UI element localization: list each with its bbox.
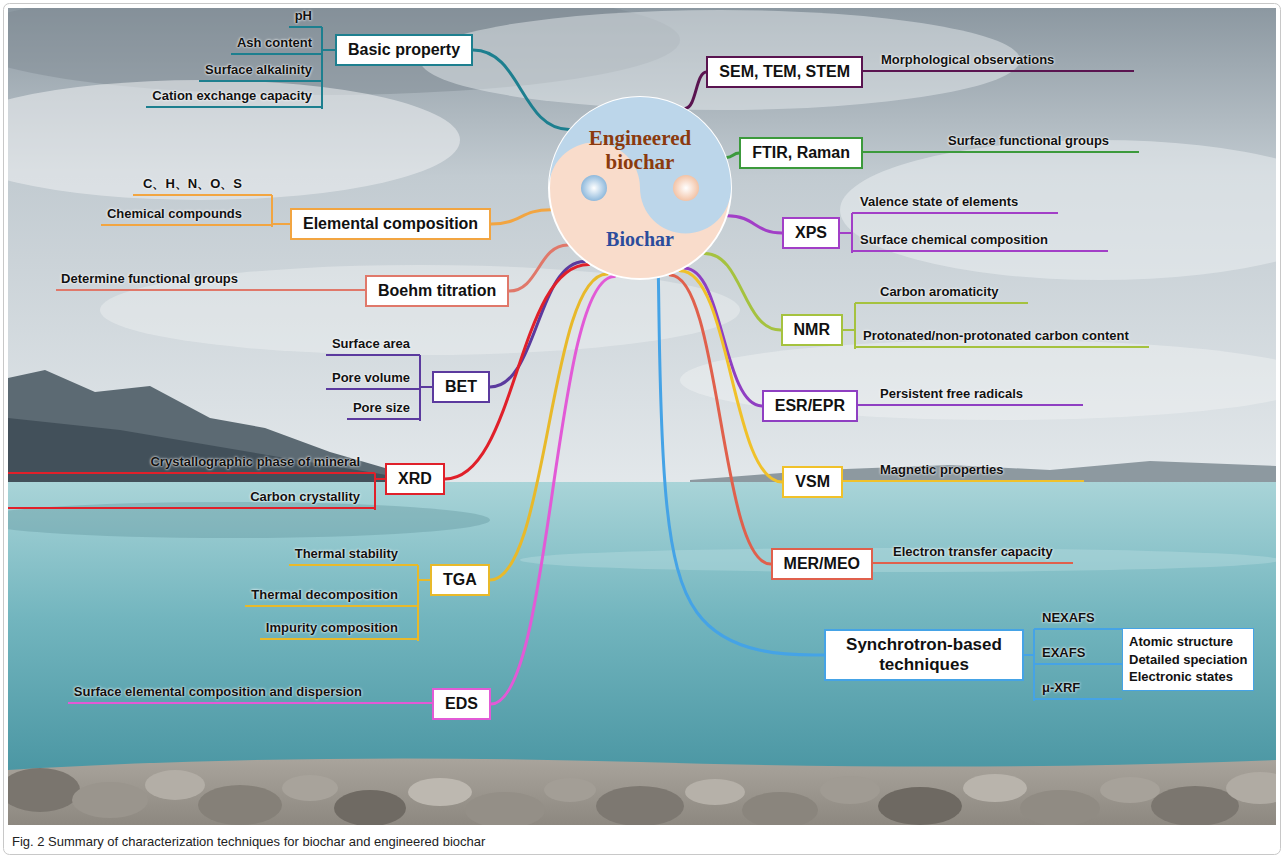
technique-box: BET — [432, 371, 490, 402]
technique-name: Elemental composition — [303, 214, 478, 233]
technique-box: Elemental composition — [290, 208, 491, 239]
technique-detail: pH — [289, 8, 322, 28]
technique-detail: Protonated/non-protonated carbon content — [855, 328, 1149, 348]
technique-name: EDS — [445, 694, 478, 713]
technique-box: Basic property — [335, 34, 473, 65]
technique-detail: Thermal decomposition — [245, 587, 418, 607]
technique-name: Basic property — [348, 40, 460, 59]
technique-box: Boehm titration — [365, 275, 509, 306]
photo-ground — [8, 8, 1276, 825]
bracket-line — [418, 566, 430, 640]
technique-box: XRD — [385, 463, 445, 494]
technique-detail: Electron transfer capacity — [873, 544, 1073, 564]
bracket-line — [840, 214, 852, 252]
detail-item: Electronic states — [1129, 668, 1247, 686]
branch-connector — [685, 268, 762, 406]
technique-name: XPS — [795, 223, 827, 242]
branch-connector — [727, 153, 739, 157]
bracket-line — [843, 304, 855, 348]
technique-box: Atomic structureDetailed speciationElect… — [1122, 628, 1254, 691]
technique-detail: EXAFS — [1034, 645, 1122, 665]
technique-name: MER/MEO — [784, 554, 860, 573]
technique-detail: Surface area — [326, 336, 420, 356]
bracket-line — [1024, 630, 1034, 700]
technique-name: Boehm titration — [378, 281, 496, 300]
technique-box: TGA — [430, 564, 490, 595]
technique-box: ESR/EPR — [762, 390, 858, 421]
technique-detail: Chemical compounds — [101, 206, 272, 226]
technique-box: XPS — [782, 217, 840, 248]
technique-box: Synchrotron-based techniques — [824, 629, 1024, 682]
technique-name: TGA — [443, 570, 477, 589]
technique-detail: Morphological observations — [863, 52, 1134, 72]
branch-connector — [490, 274, 607, 580]
technique-name: BET — [445, 377, 477, 396]
center-subtitle: Biochar — [568, 228, 712, 251]
technique-name: VSM — [795, 472, 830, 491]
technique-box: SEM, TEM, STEM — [706, 56, 863, 87]
technique-detail: Persistent free radicals — [858, 386, 1083, 406]
branch-connector — [473, 50, 569, 129]
technique-name: XRD — [398, 469, 432, 488]
technique-name: NMR — [794, 320, 830, 339]
technique-detail: Ash content — [231, 35, 322, 55]
technique-detail: Cation exchange capacity — [146, 88, 322, 108]
technique-detail: Magnetic properties — [843, 462, 1084, 482]
branch-connector — [686, 72, 707, 108]
technique-detail: NEXAFS — [1034, 610, 1122, 630]
branch-connector — [728, 216, 782, 233]
technique-detail: Impurity composition — [260, 620, 418, 640]
technique-detail: Determine functional groups — [56, 271, 365, 291]
technique-name: ESR/EPR — [775, 396, 845, 415]
technique-detail: Pore size — [347, 400, 420, 420]
technique-name: FTIR, Raman — [752, 143, 850, 162]
technique-detail: Thermal stability — [289, 546, 418, 566]
figure-caption: Fig. 2 Summary of characterization techn… — [12, 834, 485, 849]
technique-detail: Surface alkalinity — [199, 62, 322, 82]
technique-box: EDS — [432, 688, 491, 719]
branch-connector — [670, 275, 770, 564]
technique-detail: Crystallographic phase of mineral — [8, 454, 375, 474]
technique-name: Synchrotron-based techniques — [837, 635, 1011, 676]
technique-detail: Valence state of elements — [852, 194, 1058, 214]
technique-detail: Carbon crystallity — [8, 489, 375, 509]
technique-detail: μ-XRF — [1034, 680, 1122, 700]
technique-detail: C、H、N、O、S — [133, 176, 272, 196]
branch-connector — [509, 245, 568, 291]
technique-detail: Surface elemental composition and disper… — [68, 684, 432, 704]
technique-detail: Surface chemical composition — [852, 232, 1108, 252]
center-yin-yang: Engineered biocharBiochar — [548, 96, 732, 280]
technique-detail: Surface functional groups — [863, 133, 1139, 153]
branch-connector — [491, 210, 550, 224]
center-title: Engineered biochar — [568, 126, 712, 174]
detail-item: Detailed speciation — [1129, 651, 1247, 669]
bracket-line — [375, 474, 385, 509]
bracket-line — [322, 28, 335, 108]
technique-box: VSM — [782, 466, 843, 497]
yin-yang-symbol — [548, 96, 732, 280]
bracket-line — [272, 196, 290, 226]
technique-box: NMR — [781, 314, 843, 345]
technique-box: MER/MEO — [771, 548, 873, 579]
bracket-line — [420, 356, 432, 420]
technique-box: FTIR, Raman — [739, 137, 863, 168]
branch-connector — [491, 276, 615, 704]
detail-item: Atomic structure — [1129, 633, 1247, 651]
technique-detail: Carbon aromaticity — [855, 284, 1028, 304]
technique-detail: Pore volume — [326, 370, 420, 390]
technique-name: SEM, TEM, STEM — [719, 62, 850, 81]
